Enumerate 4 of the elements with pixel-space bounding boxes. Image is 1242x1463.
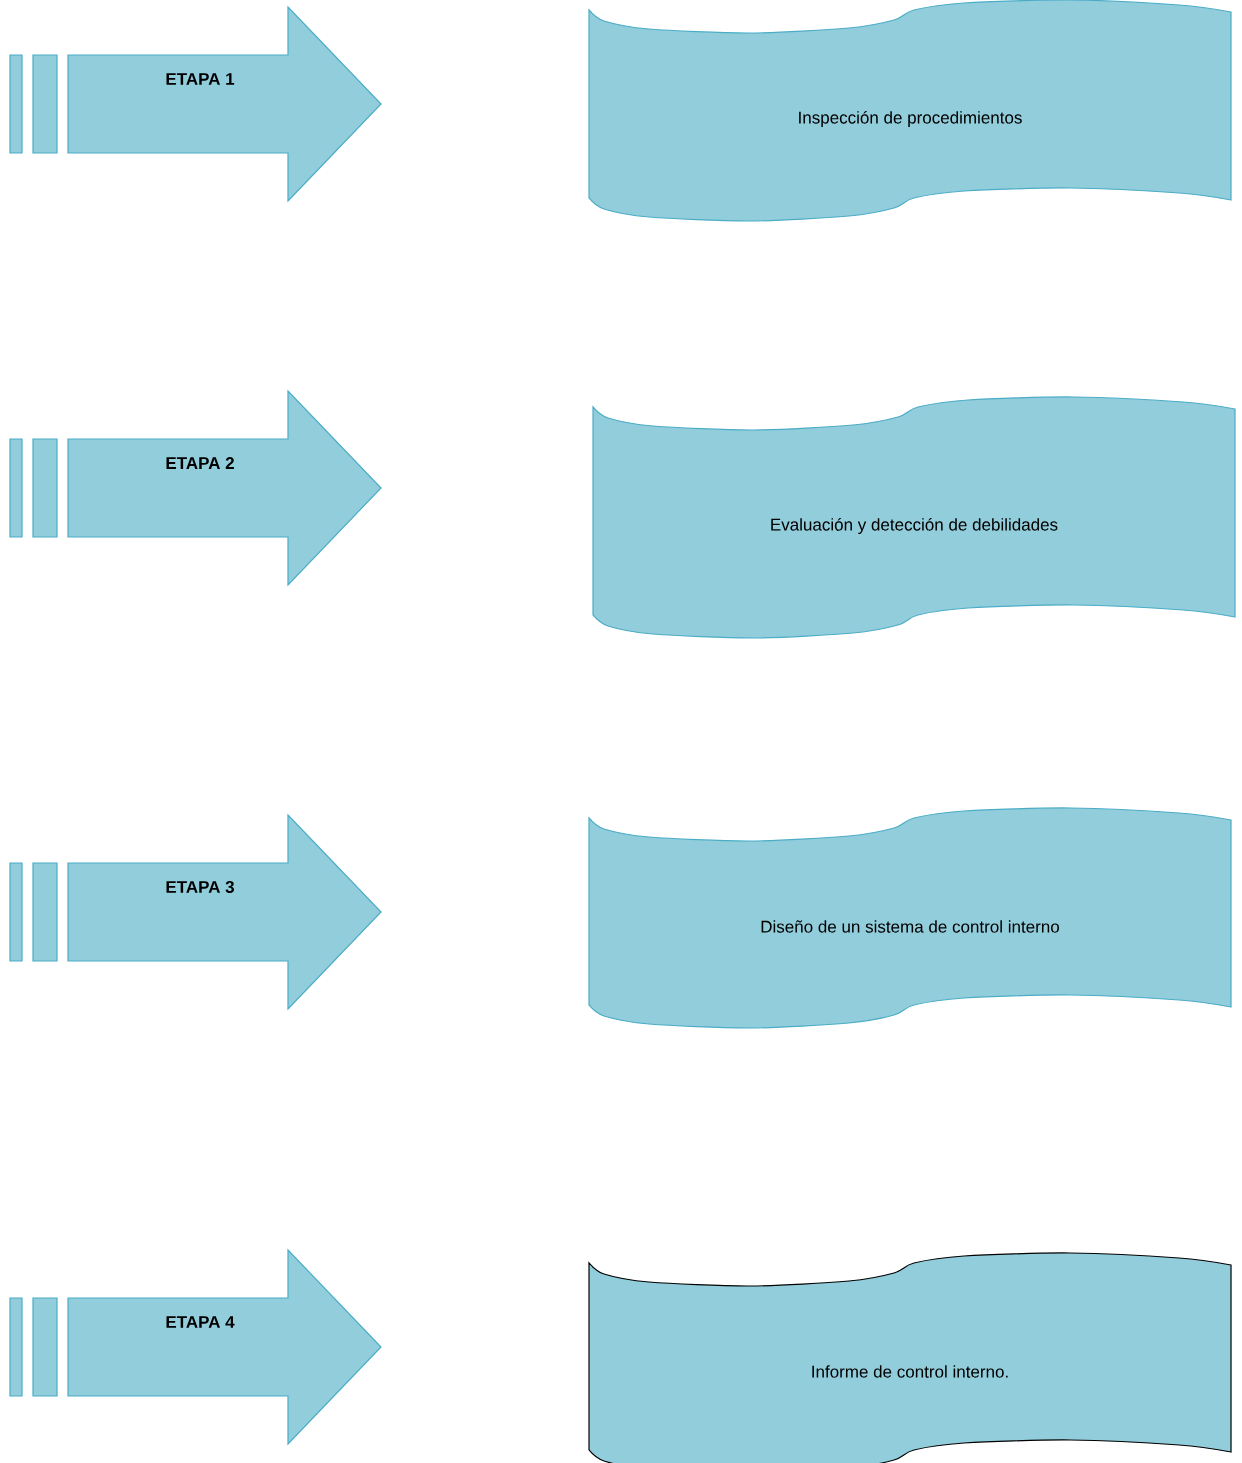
wavy-banner: Evaluación y detección de debilidades: [592, 396, 1236, 639]
wavy-banner: Informe de control interno.: [588, 1252, 1232, 1463]
wavy-banner: Diseño de un sistema de control interno: [588, 807, 1232, 1029]
wavy-banner: Inspección de procedimientos: [588, 0, 1232, 222]
